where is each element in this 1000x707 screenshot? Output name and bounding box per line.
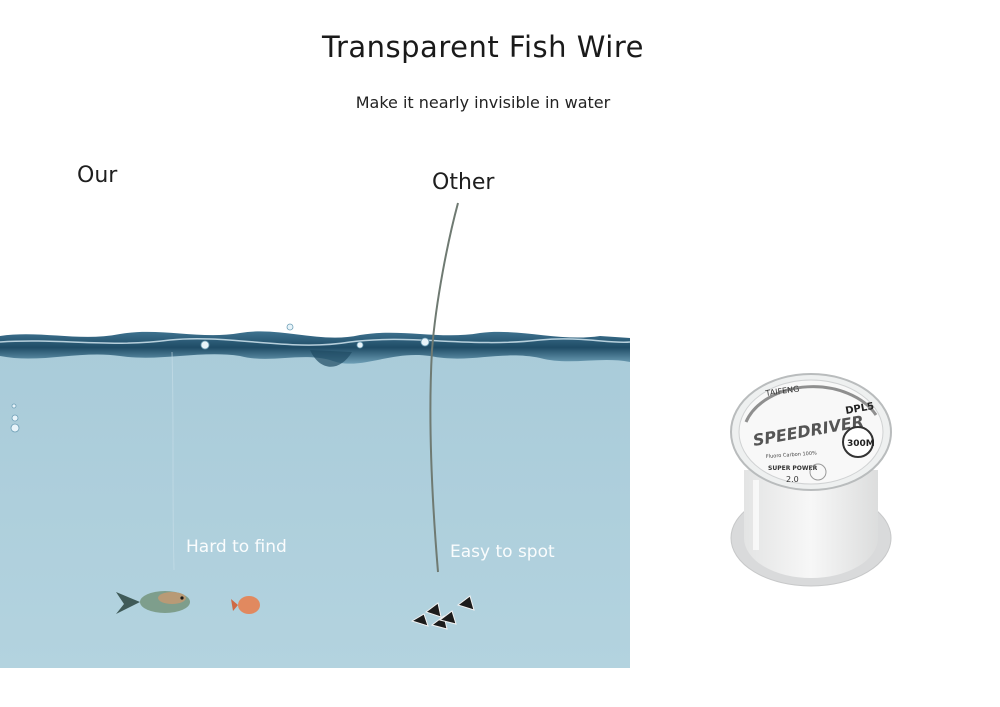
spool-series: DPL5 [845,401,875,417]
page-subtitle: Make it nearly invisible in water [355,93,611,112]
water-body [0,345,630,668]
fishing-line-spool: TAIFENG DPL5 SPEEDRIVER 300M Fluoro Carb… [730,373,892,587]
spool-size: 2.0 [786,475,799,484]
bubbles [10,323,430,433]
spool-power: SUPER POWER [768,465,818,472]
label-our: Our [77,163,118,188]
surface-highlight [0,337,631,346]
spool-length-badge: 300M [847,439,875,449]
surface-wave-dip [310,350,352,367]
spool-material: Fluoro Carbon 100% [766,450,818,460]
water-surface [0,331,630,364]
caption-hard-to-find: Hard to find [186,537,287,557]
label-other: Other [432,170,495,195]
orange-fish-icon [231,596,260,614]
our-fishing-line [171,351,175,571]
caption-easy-to-spot: Easy to spot [450,542,555,562]
spool-length-badge-bg [842,426,874,458]
other-fishing-line [429,202,459,573]
page-title: Transparent Fish Wire [322,30,644,64]
striped-fish-school-icon [410,595,475,630]
spool-label-arc [744,385,878,423]
parrot-fish-icon [116,591,190,614]
